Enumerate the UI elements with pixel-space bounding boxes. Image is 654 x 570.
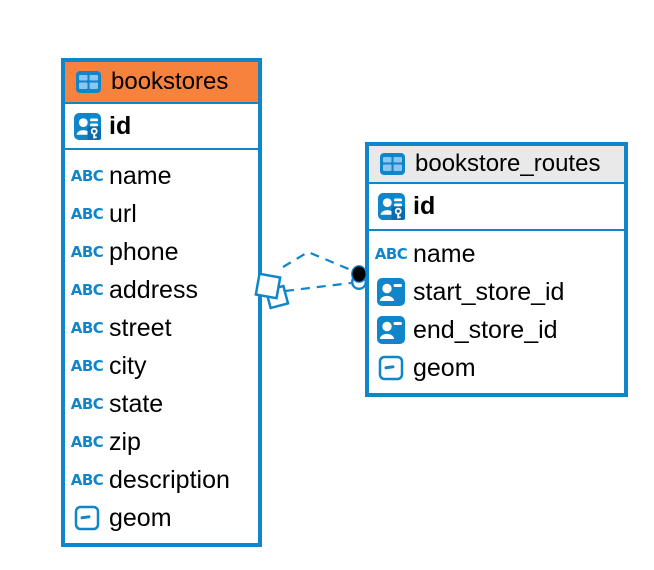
text-type-icon: ABC	[70, 394, 104, 413]
geometry-type-icon	[71, 505, 103, 531]
text-type-icon: ABC	[70, 432, 104, 451]
column-name: state	[109, 389, 164, 418]
geometry-type-icon	[375, 355, 407, 381]
column-name: name	[413, 239, 476, 268]
column-row-routes-start-store-id[interactable]: start_store_id	[369, 273, 624, 311]
column-row-bookstores-geom[interactable]: geom	[65, 499, 258, 537]
column-name: name	[109, 161, 172, 190]
column-name: end_store_id	[413, 315, 558, 344]
column-name: geom	[109, 503, 172, 532]
table-bookstore-routes[interactable]: bookstore_routes id ABC	[365, 142, 628, 397]
text-type-icon: ABC	[70, 166, 104, 185]
relation-target-dot-marker[interactable]	[350, 265, 367, 291]
column-row-bookstores-city[interactable]: ABC city	[65, 347, 258, 385]
text-type-icon: ABC	[374, 244, 408, 263]
column-name: street	[109, 313, 172, 342]
primary-key-name: id	[413, 192, 436, 220]
table-header-bookstores[interactable]: bookstores	[65, 62, 258, 104]
column-name: zip	[109, 427, 141, 456]
reference-type-icon	[375, 278, 407, 306]
column-row-routes-geom[interactable]: geom	[369, 349, 624, 387]
column-row-bookstores-name[interactable]: ABC name	[65, 157, 258, 195]
primary-key-name: id	[109, 111, 132, 140]
reference-type-icon	[375, 316, 407, 344]
table-header-bookstore-routes[interactable]: bookstore_routes	[369, 146, 624, 184]
table-bookstores[interactable]: bookstores id ABC	[61, 58, 262, 547]
column-row-bookstores-description[interactable]: ABC description	[65, 461, 258, 499]
relationship-link-lower[interactable]	[284, 281, 352, 293]
column-name: url	[109, 199, 137, 228]
text-type-icon: ABC	[70, 280, 104, 299]
text-type-icon: ABC	[70, 356, 104, 375]
column-name: geom	[413, 353, 476, 382]
column-row-routes-id[interactable]: id	[369, 184, 624, 231]
column-name: address	[109, 275, 198, 304]
primary-key-icon	[375, 193, 407, 220]
table-icon	[72, 71, 104, 93]
column-list-bookstores: ABC name ABC url ABC phone ABC address A…	[65, 150, 258, 543]
text-type-icon: ABC	[70, 242, 104, 261]
column-row-bookstores-address[interactable]: ABC address	[65, 271, 258, 309]
column-name: start_store_id	[413, 277, 565, 306]
column-row-bookstores-zip[interactable]: ABC zip	[65, 423, 258, 461]
column-name: description	[109, 465, 230, 494]
column-row-routes-end-store-id[interactable]: end_store_id	[369, 311, 624, 349]
table-title: bookstores	[111, 68, 229, 95]
column-name: city	[109, 351, 147, 380]
column-row-bookstores-street[interactable]: ABC street	[65, 309, 258, 347]
text-type-icon: ABC	[70, 204, 104, 223]
relationship-layer	[254, 250, 367, 310]
relationship-link-upper[interactable]	[282, 250, 352, 272]
table-title: bookstore_routes	[415, 150, 601, 177]
text-type-icon: ABC	[70, 318, 104, 337]
column-row-bookstores-state[interactable]: ABC state	[65, 385, 258, 423]
table-icon	[376, 153, 408, 175]
text-type-icon: ABC	[70, 470, 104, 489]
column-row-routes-name[interactable]: ABC name	[369, 235, 624, 273]
column-list-routes: ABC name start_store_id	[369, 231, 624, 393]
column-row-bookstores-id[interactable]: id	[65, 104, 258, 150]
column-row-bookstores-url[interactable]: ABC url	[65, 195, 258, 233]
primary-key-icon	[71, 112, 103, 140]
column-row-bookstores-phone[interactable]: ABC phone	[65, 233, 258, 271]
column-name: phone	[109, 237, 179, 266]
relation-source-diamond-marker[interactable]	[254, 272, 290, 310]
